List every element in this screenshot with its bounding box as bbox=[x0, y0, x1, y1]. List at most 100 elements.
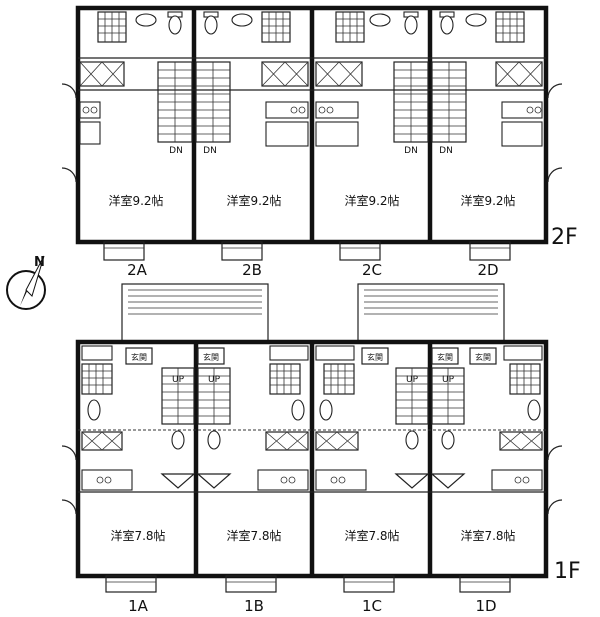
washbasin bbox=[369, 13, 391, 27]
closet bbox=[315, 431, 359, 451]
compass-label: N bbox=[34, 255, 45, 270]
closet bbox=[495, 61, 543, 87]
stairs bbox=[431, 61, 467, 143]
stair-label: UP bbox=[172, 375, 185, 385]
toilet bbox=[527, 399, 541, 421]
bath-tile bbox=[269, 363, 301, 395]
unit-1d: 玄関 玄関 UP 洋室7.8帖 bbox=[430, 345, 563, 593]
window bbox=[339, 241, 381, 261]
door bbox=[61, 83, 77, 99]
unit-2c: DN 洋室9.2帖 bbox=[315, 11, 429, 261]
toilet bbox=[291, 399, 305, 421]
unit-2b: DN 洋室9.2帖 bbox=[195, 11, 309, 261]
canopy bbox=[121, 283, 269, 343]
entrance bbox=[431, 347, 459, 365]
entrance-label: 玄関 bbox=[437, 352, 453, 362]
kitchen bbox=[491, 469, 543, 491]
toilet bbox=[87, 399, 101, 421]
unit-number: 1B bbox=[244, 597, 264, 615]
unit-number: 2A bbox=[127, 261, 148, 279]
toilet bbox=[203, 11, 219, 35]
room-label: 洋室7.8帖 bbox=[110, 528, 165, 543]
stair-label: UP bbox=[208, 375, 221, 385]
stairs bbox=[161, 367, 195, 425]
window bbox=[221, 241, 263, 261]
unit-1c: 玄関 UP 洋室7.8帖 bbox=[315, 345, 430, 593]
toilet bbox=[439, 11, 455, 35]
toilet bbox=[441, 430, 455, 450]
toilet bbox=[405, 430, 419, 450]
washbasin bbox=[465, 13, 487, 27]
stair-label: DN bbox=[203, 146, 217, 156]
toilet bbox=[171, 430, 185, 450]
bath-tile bbox=[495, 11, 525, 43]
unit-number: 1C bbox=[362, 597, 382, 615]
stair-label: DN bbox=[404, 146, 418, 156]
entrance-label: 玄関 bbox=[131, 352, 147, 362]
closet bbox=[394, 473, 430, 489]
room-label: 洋室7.8帖 bbox=[226, 528, 281, 543]
bath-tile bbox=[97, 11, 127, 43]
washbasin bbox=[81, 345, 113, 361]
stairs bbox=[195, 61, 231, 143]
washbasin bbox=[269, 345, 309, 361]
toilet bbox=[167, 11, 183, 35]
window bbox=[469, 241, 511, 261]
window bbox=[459, 575, 511, 593]
kitchen bbox=[257, 469, 309, 491]
floor-label: 2F bbox=[551, 225, 578, 250]
kitchen bbox=[79, 101, 101, 145]
closet bbox=[315, 61, 363, 87]
room-label: 洋室7.8帖 bbox=[344, 528, 399, 543]
kitchen bbox=[501, 101, 543, 147]
room-label: 洋室7.8帖 bbox=[460, 528, 515, 543]
window bbox=[343, 575, 395, 593]
door bbox=[547, 499, 563, 515]
unit-number: 2B bbox=[242, 261, 262, 279]
window bbox=[103, 241, 145, 261]
bath-tile bbox=[261, 11, 291, 43]
window bbox=[105, 575, 157, 593]
bath-tile bbox=[509, 363, 541, 395]
north-compass: N bbox=[6, 255, 46, 310]
door bbox=[61, 499, 77, 515]
floor-label: 1F bbox=[554, 559, 581, 584]
washbasin bbox=[315, 345, 355, 361]
closet bbox=[499, 431, 543, 451]
window bbox=[225, 575, 277, 593]
door bbox=[547, 83, 563, 99]
entrance-label: 玄関 bbox=[203, 352, 219, 362]
canopy bbox=[357, 283, 505, 343]
bath-tile bbox=[81, 363, 113, 395]
kitchen bbox=[315, 101, 359, 147]
stair-label: DN bbox=[439, 146, 453, 156]
room-label: 洋室9.2帖 bbox=[460, 193, 515, 208]
closet bbox=[265, 431, 309, 451]
unit-number: 2D bbox=[477, 261, 498, 279]
unit-1a: 玄関 UP 洋室7.8帖 bbox=[61, 345, 196, 593]
unit-number: 1D bbox=[475, 597, 496, 615]
washbasin bbox=[231, 13, 253, 27]
door bbox=[61, 445, 77, 461]
entrance bbox=[361, 347, 389, 365]
unit-number: 2C bbox=[362, 261, 382, 279]
closet bbox=[261, 61, 309, 87]
door bbox=[61, 167, 77, 183]
closet bbox=[79, 61, 125, 87]
unit-2a: DN 洋室9.2帖 bbox=[61, 11, 193, 261]
closet bbox=[196, 473, 232, 489]
entrance bbox=[469, 347, 497, 365]
kitchen bbox=[315, 469, 367, 491]
toilet bbox=[403, 11, 419, 35]
toilet bbox=[319, 399, 333, 421]
entrance bbox=[197, 347, 225, 365]
door bbox=[547, 167, 563, 183]
entrance bbox=[125, 347, 153, 365]
kitchen bbox=[81, 469, 133, 491]
floor-1f: 玄関 UP 洋室7.8帖 玄関 UP bbox=[61, 283, 581, 615]
unit-1b: 玄関 UP 洋室7.8帖 bbox=[196, 345, 309, 593]
room-label: 洋室9.2帖 bbox=[226, 193, 281, 208]
unit-2d: DN 洋室9.2帖 bbox=[431, 11, 563, 261]
washbasin bbox=[135, 13, 157, 27]
